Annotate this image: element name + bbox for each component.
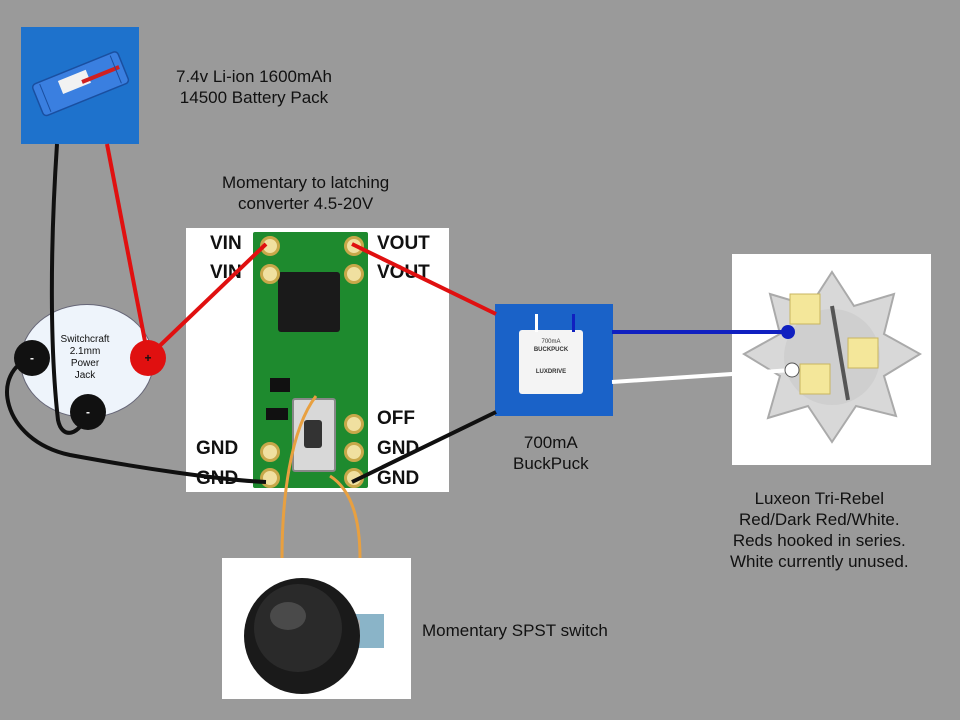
pin-label-gnd-left-1: GND: [196, 438, 239, 459]
jack-terminal-negative-2-label: -: [86, 405, 90, 419]
wire-jack-to-gnd: [5, 356, 267, 484]
pin-label-gnd-right-2: GND: [377, 468, 420, 489]
pad-vout-2: [344, 264, 364, 284]
buckpuck-part-brand: LUXDRIVE: [535, 369, 567, 375]
buckpuck-label-line-1: 700mA: [523, 433, 578, 452]
power-jack-label-line-2: 2.1mm: [69, 346, 101, 357]
led-label-line-4: White currently unused.: [730, 552, 909, 571]
buckpuck-leads: [535, 314, 575, 332]
wire-battery-negative: [49, 143, 90, 435]
pin-label-vin-1: VIN: [210, 233, 242, 254]
pin-label-off: OFF: [377, 408, 415, 429]
battery-label-line-2: 14500 Battery Pack: [179, 88, 329, 107]
jack-terminal-positive: +: [130, 340, 166, 376]
power-jack-label-line-1: Switchcraft: [60, 334, 110, 345]
buckpuck-label-line-2: BuckPuck: [513, 454, 589, 473]
buckpuck-module: 700mA BUCKPUCK LUXDRIVE: [519, 330, 583, 394]
jack-terminal-positive-label: +: [144, 351, 152, 365]
converter-title-line-2: converter 4.5-20V: [238, 194, 374, 213]
wire-vout-to-buckpuck: [351, 242, 497, 316]
battery-label: 7.4v Li-ion 1600mAh 14500 Battery Pack: [176, 66, 332, 108]
pad-gnd-left-1: [260, 442, 280, 462]
battery-pack-photo: [21, 27, 139, 144]
wire-jack-to-vin: [146, 242, 268, 359]
switch-photo: [222, 558, 411, 699]
led-label-line-2: Red/Dark Red/White.: [738, 510, 900, 529]
jack-terminal-negative-1: -: [14, 340, 50, 376]
converter-title: Momentary to latching converter 4.5-20V: [222, 172, 389, 214]
led-star-photo: [732, 254, 931, 465]
wire-buckpuck-white: [611, 368, 793, 384]
pad-vin-2: [260, 264, 280, 284]
power-jack-label: Switchcraft 2.1mm Power Jack: [52, 334, 118, 382]
buckpuck-part-name: BUCKPUCK: [533, 347, 569, 353]
switch-illustration: [244, 578, 384, 694]
wire-switch-lead-2: [329, 474, 362, 559]
battery-illustration: [31, 51, 130, 117]
buckpuck-photo: 700mA BUCKPUCK LUXDRIVE: [495, 304, 613, 416]
buckpuck-part-rating: 700mA: [541, 339, 561, 345]
pad-gnd-right-1: [344, 442, 364, 462]
led-label-line-3: Reds hooked in series.: [732, 531, 906, 550]
onboard-pushbutton: [292, 398, 336, 472]
onboard-transistor: [270, 378, 290, 392]
pin-label-vin-2: VIN: [210, 262, 242, 283]
jack-terminal-negative-2: -: [70, 394, 106, 430]
jack-terminal-negative-1-label: -: [30, 351, 34, 365]
wire-battery-positive: [105, 143, 150, 358]
led-pad-blue: [781, 325, 795, 339]
led-label-line-1: Luxeon Tri-Rebel: [754, 489, 885, 508]
power-jack-label-line-4: Jack: [74, 370, 96, 381]
converter-title-line-1: Momentary to latching: [222, 173, 390, 192]
battery-label-line-1: 7.4v Li-ion 1600mAh: [176, 67, 332, 86]
wire-gnd-to-buckpuck: [351, 410, 497, 484]
onboard-header: [266, 408, 288, 420]
buckpuck-label: 700mA BuckPuck: [513, 432, 589, 474]
converter-ic-chip: [278, 272, 340, 332]
pad-off: [344, 414, 364, 434]
power-jack-label-line-3: Power: [70, 358, 100, 369]
led-star-illustration: [742, 270, 922, 444]
led-label: Luxeon Tri-Rebel Red/Dark Red/White. Red…: [730, 488, 909, 572]
wire-switch-lead-1: [280, 395, 318, 559]
pin-label-vout-1: VOUT: [377, 233, 430, 254]
pin-label-vout-2: VOUT: [377, 262, 430, 283]
led-pad-white: [784, 362, 800, 378]
switch-label: Momentary SPST switch: [422, 621, 608, 640]
